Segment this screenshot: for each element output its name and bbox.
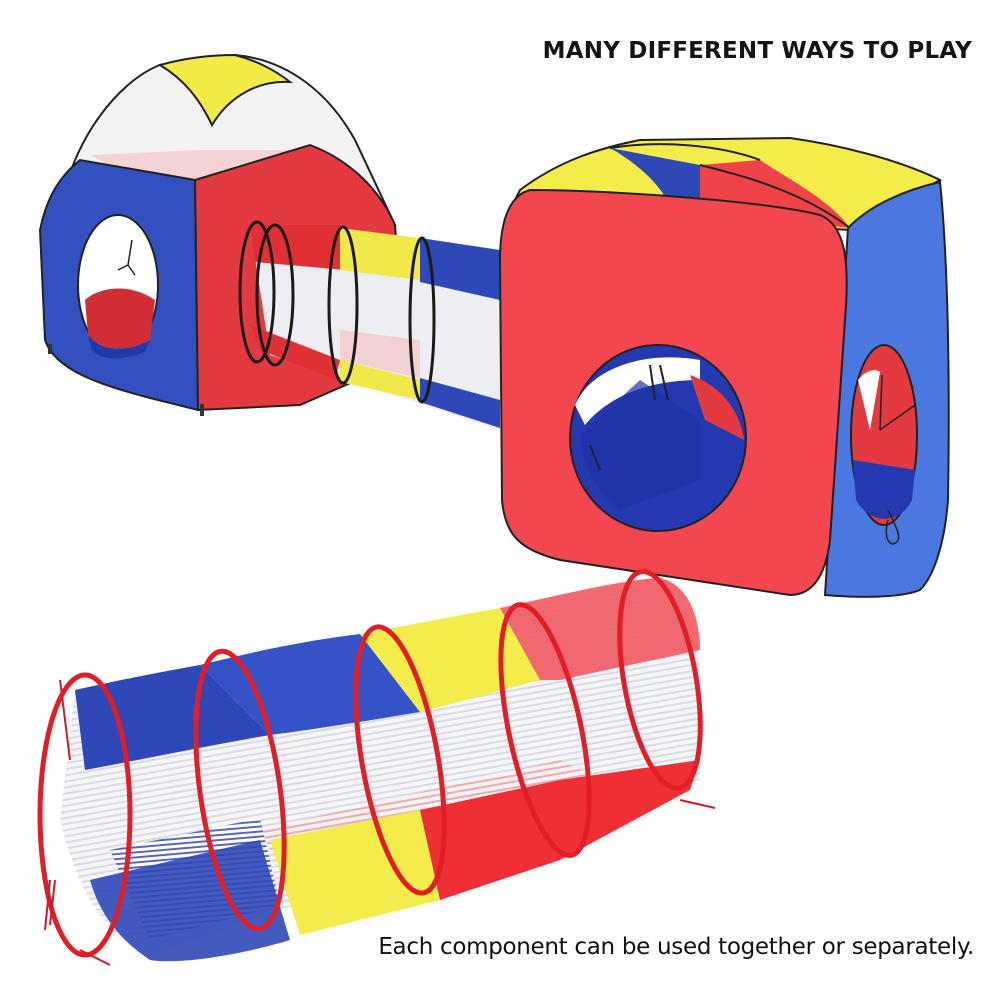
caption: Each component can be used together or s…: [378, 934, 974, 960]
cube-tent: [498, 136, 950, 598]
standalone-tunnel: [37, 568, 716, 966]
connecting-tunnel: [238, 220, 500, 430]
headline: MANY DIFFERENT WAYS TO PLAY: [542, 38, 972, 64]
